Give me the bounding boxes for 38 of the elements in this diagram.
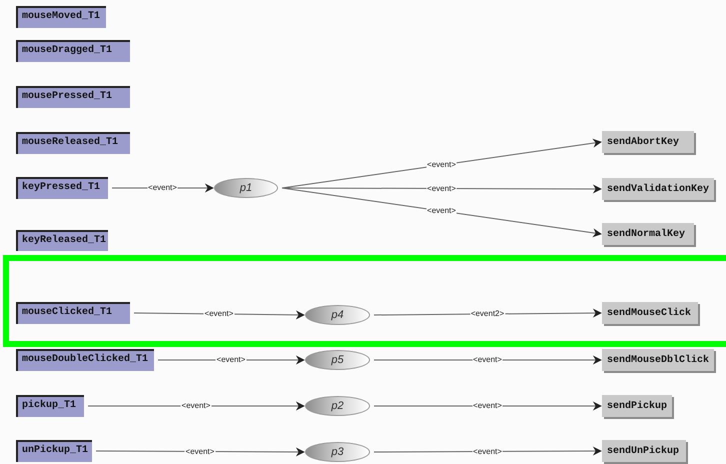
edge-label: <event> bbox=[184, 446, 216, 456]
trigger-box: mouseDoubleClicked_T1 bbox=[16, 349, 154, 371]
action-box: sendPickup bbox=[602, 395, 672, 417]
action-box: sendMouseDblClick bbox=[602, 349, 714, 371]
edge-label: <event2> bbox=[470, 309, 506, 319]
edge-label: <event> bbox=[216, 355, 246, 365]
trigger-box: keyReleased_T1 bbox=[16, 230, 108, 251]
action-box: sendMouseClick bbox=[602, 302, 698, 324]
arrow bbox=[282, 184, 602, 194]
process-ellipse: p1 bbox=[214, 178, 278, 198]
edge-label: <event> bbox=[204, 309, 234, 319]
edge-label: <event> bbox=[147, 183, 178, 193]
edge-label: <event> bbox=[180, 401, 212, 411]
arrow bbox=[282, 138, 602, 188]
trigger-box: mouseReleased_T1 bbox=[16, 132, 130, 154]
action-box: sendValidationKey bbox=[602, 178, 714, 200]
edge-label: <event> bbox=[426, 184, 457, 194]
edge-label: <event> bbox=[426, 206, 457, 216]
edge-label: <event> bbox=[472, 355, 503, 365]
process-ellipse: p3 bbox=[305, 442, 370, 462]
process-ellipse: p5 bbox=[305, 350, 370, 370]
action-box: sendAbortKey bbox=[602, 131, 694, 153]
edge-label: <event> bbox=[472, 446, 503, 456]
trigger-box: mouseMoved_T1 bbox=[16, 6, 106, 28]
trigger-box: mouseDragged_T1 bbox=[16, 40, 130, 62]
edge-label: <event> bbox=[472, 401, 503, 411]
action-box: sendUnPickup bbox=[602, 440, 686, 462]
trigger-box: keyPressed_T1 bbox=[16, 177, 108, 199]
action-box: sendNormalKey bbox=[602, 223, 694, 245]
process-ellipse: p4 bbox=[305, 305, 370, 325]
trigger-box: mouseClicked_T1 bbox=[16, 302, 130, 324]
trigger-box: mousePressed_T1 bbox=[16, 86, 130, 108]
edge-label: <event> bbox=[426, 160, 457, 170]
highlight-frame bbox=[3, 255, 726, 347]
arrow bbox=[282, 188, 602, 238]
process-ellipse: p2 bbox=[305, 396, 370, 416]
trigger-box: unPickup_T1 bbox=[16, 440, 92, 462]
trigger-box: pickup_T1 bbox=[16, 395, 84, 417]
